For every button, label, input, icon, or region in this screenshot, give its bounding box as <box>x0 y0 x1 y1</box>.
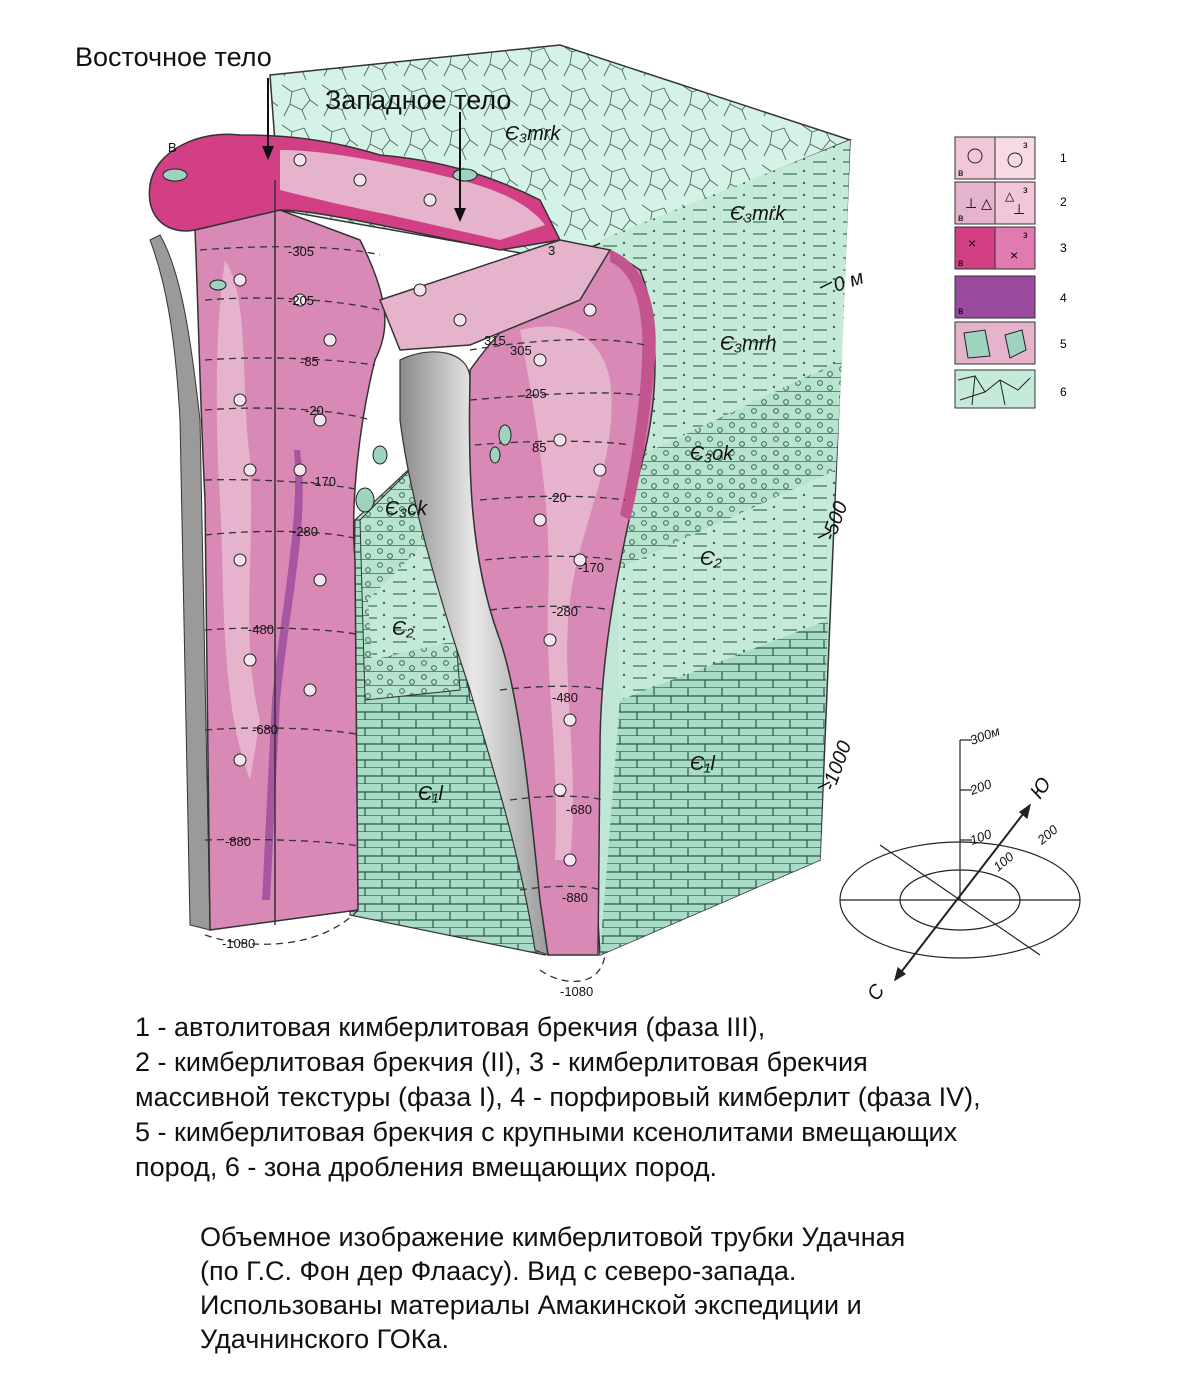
legend-key: 5 <box>1060 337 1067 351</box>
east-body-purple-vein <box>262 450 303 900</box>
west-level: 315 <box>484 333 506 348</box>
point-3-label: 3 <box>548 243 555 258</box>
west-body-dark-edge <box>610 250 656 520</box>
east-level: -680 <box>252 722 278 737</box>
legend-sub-e: в <box>958 258 963 269</box>
legend-key: 3 <box>1060 241 1067 255</box>
east-level-labels: -305 -205 -85 -20 -170 -280 -480 -680 -8… <box>222 244 336 951</box>
west-level: -880 <box>562 890 588 905</box>
legend-line: массивной текстуры (фаза I), 4 - порфиро… <box>135 1082 981 1112</box>
formation-cambrian2-side: Є₂ <box>700 548 722 570</box>
compass-labels: 300м 200 100 200 100 Ю С <box>863 723 1061 1005</box>
legend-line: 1 - автолитовая кимберлитовая брекчия (ф… <box>135 1012 766 1042</box>
kimberlite-pipe-diagram: Є₃mrk Є₃mrk Є₃mrh Є₃ok Є₃ck Є₂ Є₂ Є₁l Є₁… <box>148 44 1081 1005</box>
east-level: -480 <box>248 622 274 637</box>
legend-item-3: × × 3 в з <box>954 226 1067 270</box>
east-level: -305 <box>288 244 314 259</box>
legend-sub-z: з <box>1023 140 1028 151</box>
west-level: -280 <box>552 604 578 619</box>
scale-200: 200 <box>967 776 994 798</box>
legend-key: 2 <box>1060 195 1067 209</box>
legend-line: пород, 6 - зона дробления вмещающих поро… <box>135 1152 718 1182</box>
legend-line: 2 - кимберлитовая брекчия (II), 3 - кимб… <box>135 1047 868 1077</box>
legend-sub-e: в <box>958 306 963 317</box>
formation-l-inner: Є₁l <box>418 783 443 805</box>
legend-sub-e: в <box>958 213 963 224</box>
west-level: -1080 <box>560 984 593 999</box>
formation-mrk-side: Є₃mrk <box>730 203 786 225</box>
east-outer-shadow <box>149 234 211 931</box>
east-body-label: Восточное тело <box>75 42 272 72</box>
legend-item-1: 1 в з <box>954 136 1067 180</box>
east-level: -85 <box>300 354 319 369</box>
clast-symbols <box>233 153 607 867</box>
west-level: 205 <box>525 386 547 401</box>
west-level: 85 <box>532 440 546 455</box>
scale-300: 300м <box>968 723 1002 748</box>
ring-200-label: 200 <box>1034 821 1062 848</box>
legend-sub-e: в <box>958 168 963 179</box>
south-label: Ю <box>1026 773 1056 802</box>
formation-mrh: Є₃mrh <box>720 333 777 355</box>
point-b-label: В <box>168 140 177 155</box>
legend: 1 в з ⊥ △ △ ⊥ 2 в з × × 3 в з 4 в <box>954 136 1067 409</box>
east-level: -205 <box>288 293 314 308</box>
legend-item-6: 6 <box>954 369 1067 409</box>
figure-caption: Объемное изображение кимберлитовой трубк… <box>200 1220 1160 1356</box>
legend-line: 5 - кимберлитовая брекчия с крупными ксе… <box>135 1117 958 1147</box>
right-face-strata <box>600 140 850 955</box>
legend-item-2: ⊥ △ △ ⊥ 2 в з <box>954 181 1067 225</box>
formation-l-side: Є₁l <box>690 753 715 775</box>
west-level: -480 <box>552 690 578 705</box>
formation-mrk-top: Є₃mrk <box>505 123 561 145</box>
formation-ok: Є₃ok <box>690 443 734 465</box>
legend-item-5: 5 <box>954 321 1067 365</box>
formation-labels: Є₃mrk Є₃mrk Є₃mrh Є₃ok Є₃ck Є₂ Є₂ Є₁l Є₁… <box>385 123 786 805</box>
east-level: -170 <box>310 474 336 489</box>
svg-text:⊥: ⊥ <box>1013 201 1025 217</box>
legend-key: 1 <box>1060 151 1067 165</box>
svg-text:×: × <box>968 235 976 251</box>
west-body-light-zone <box>520 326 612 860</box>
east-level: -1080 <box>222 936 255 951</box>
caption-line: Удачнинского ГОКа. <box>200 1324 449 1354</box>
svg-text:×: × <box>1010 247 1018 263</box>
east-body-light-zone <box>216 260 260 780</box>
caption-line: Использованы материалы Амакинской экспед… <box>200 1290 862 1320</box>
east-level: -20 <box>305 403 324 418</box>
west-level-labels: 315 305 205 85 -20 -170 -280 -480 -680 -… <box>484 333 604 999</box>
legend-sub-z: з <box>1023 230 1028 241</box>
east-level: -880 <box>225 834 251 849</box>
legend-key: 6 <box>1060 385 1067 399</box>
compass <box>839 739 1081 982</box>
east-body-top-light <box>280 150 545 240</box>
scale-100: 100 <box>968 826 994 848</box>
legend-key: 4 <box>1060 291 1067 305</box>
caption-line: Объемное изображение кимберлитовой трубк… <box>200 1222 906 1252</box>
west-level: -20 <box>548 490 567 505</box>
svg-text:△: △ <box>1005 189 1015 203</box>
legend-sub-z: з <box>1023 185 1028 196</box>
west-body-label: Западное тело <box>325 85 512 115</box>
north-label: С <box>863 980 890 1005</box>
west-level: -170 <box>578 560 604 575</box>
formation-ck: Є₃ck <box>385 498 428 520</box>
west-level: 305 <box>510 343 532 358</box>
caption-line: (по Г.С. Фон дер Флаасу). Вид с северо-з… <box>200 1256 797 1286</box>
svg-text:⊥ △: ⊥ △ <box>965 195 992 211</box>
legend-description: 1 - автолитовая кимберлитовая брекчия (ф… <box>135 1010 1175 1185</box>
west-body-top <box>379 239 612 351</box>
west-level: -680 <box>566 802 592 817</box>
east-level: -280 <box>292 524 318 539</box>
body-arrows <box>262 78 466 222</box>
legend-item-4: 4 в <box>954 275 1067 319</box>
formation-cambrian2-inner: Є₂ <box>392 618 414 640</box>
